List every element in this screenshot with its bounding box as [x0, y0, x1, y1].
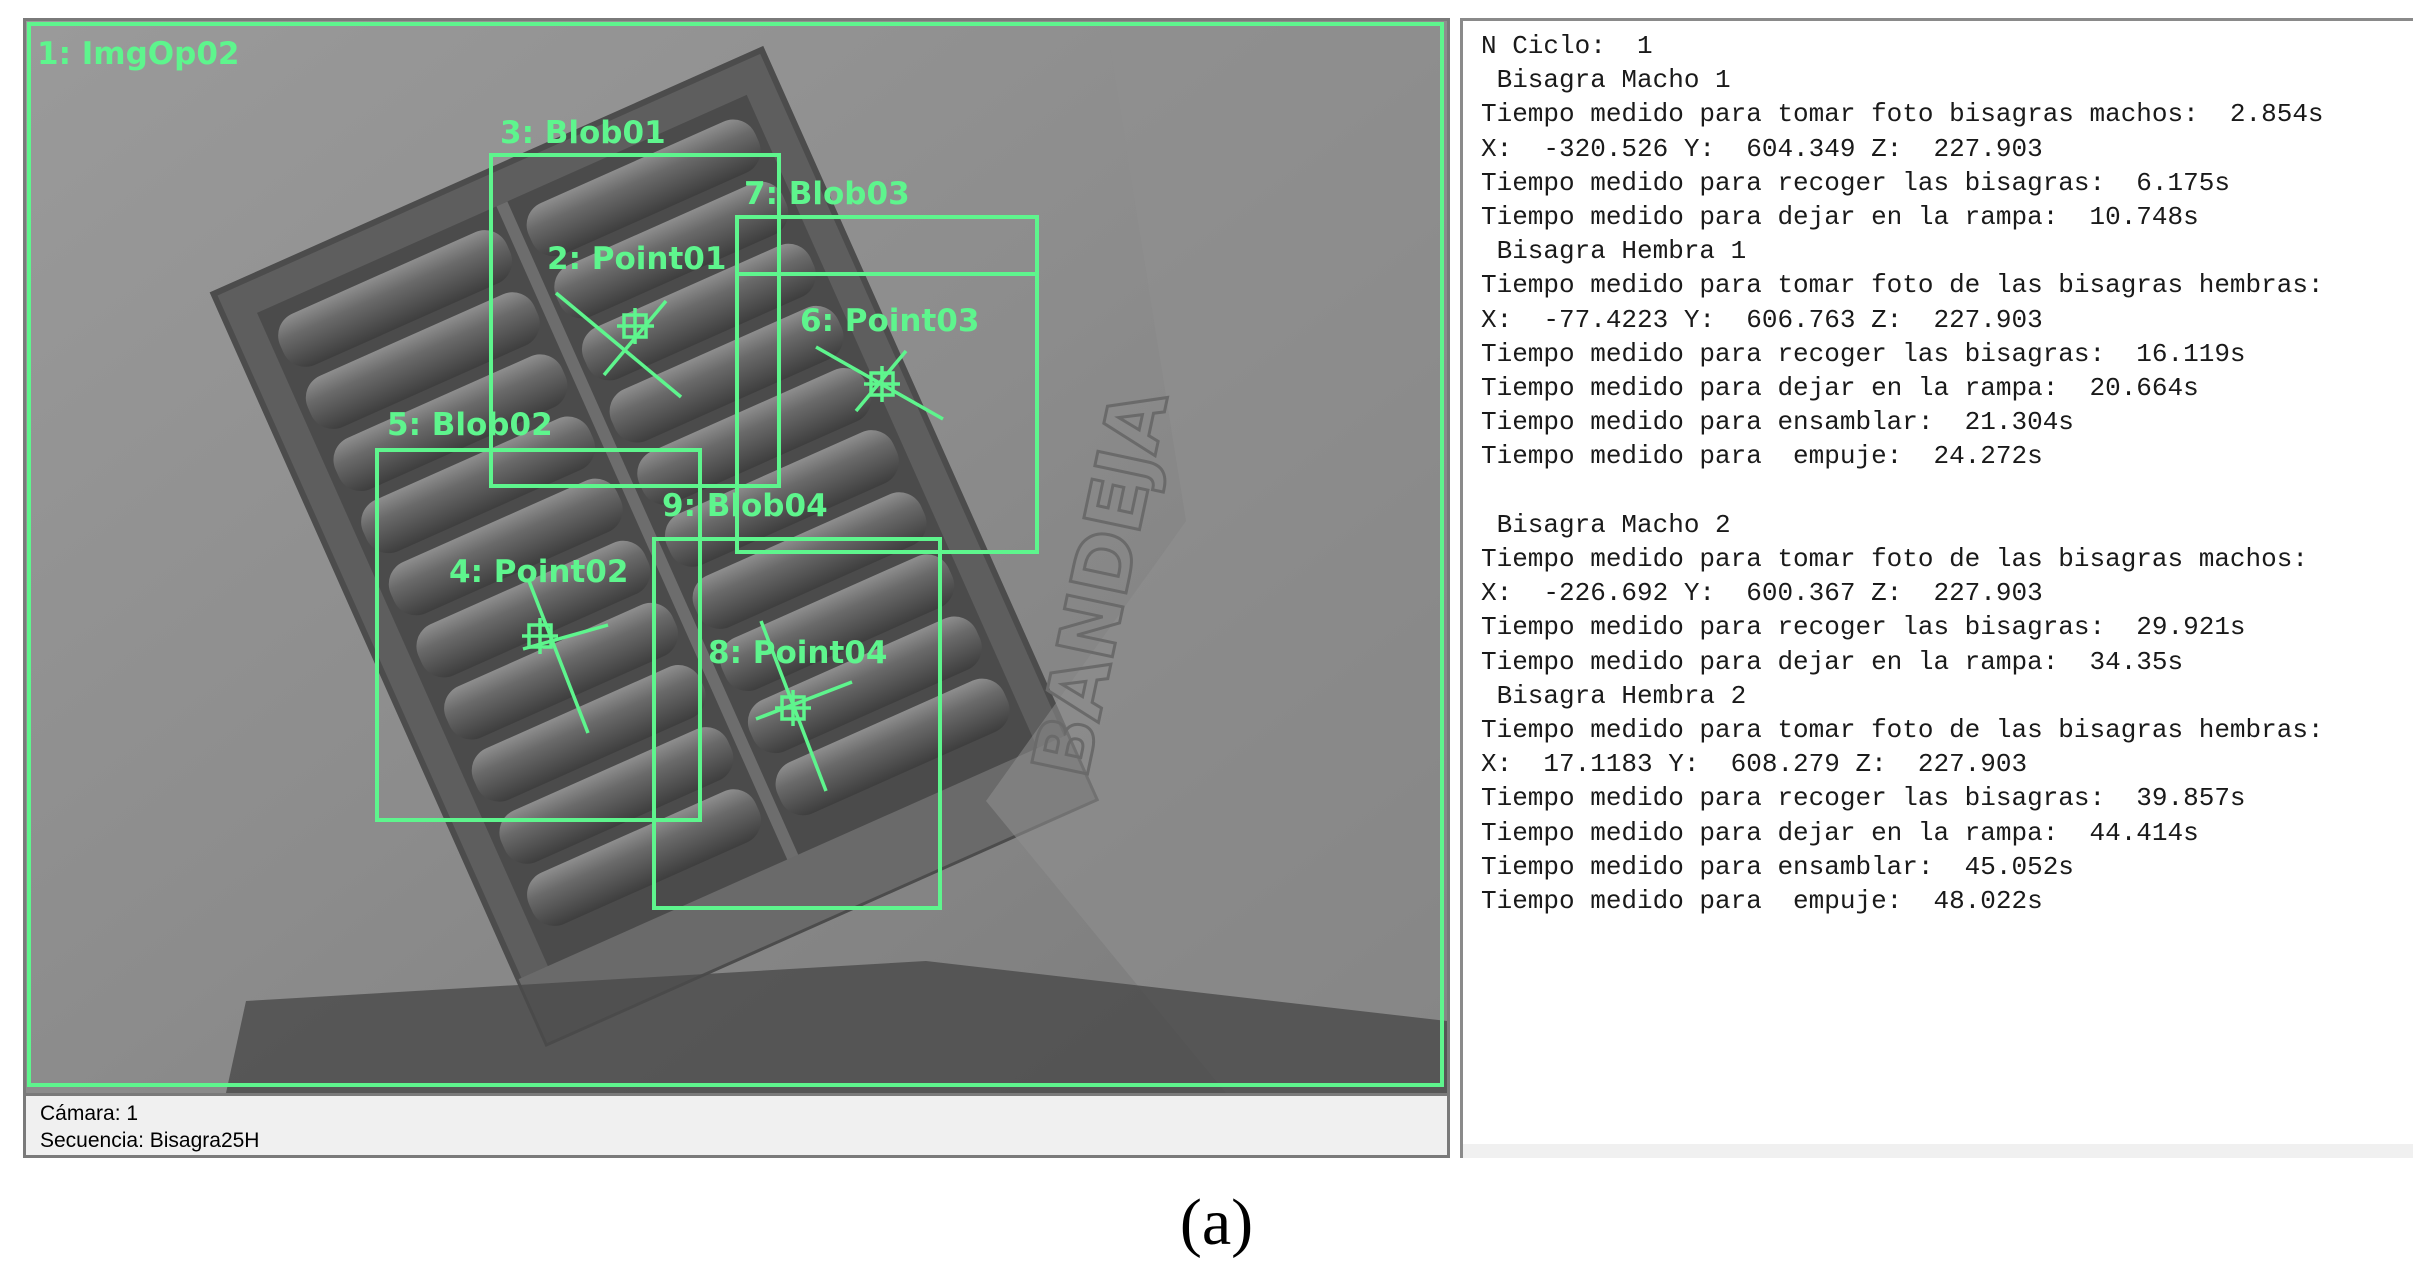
blob02-label: 5: Blob02	[387, 407, 553, 443]
blob04-label: 9: Blob04	[662, 488, 828, 524]
log-line	[1481, 474, 2324, 508]
camera-number-text: Cámara: 1	[40, 1102, 139, 1125]
log-line: Tiempo medido para tomar foto de las bis…	[1481, 544, 2308, 575]
log-line: X: -320.526 Y: 604.349 Z: 227.903	[1481, 133, 2043, 164]
log-line: Tiempo medido para dejar en la rampa: 34…	[1481, 646, 2184, 677]
log-line: Tiempo medido para dejar en la rampa: 10…	[1481, 202, 2199, 233]
point02-label: 4: Point02	[449, 554, 629, 590]
blob03-label: 7: Blob03	[744, 176, 910, 212]
log-line: Bisagra Macho 2	[1481, 509, 1731, 540]
log-line: Bisagra Hembra 2	[1481, 680, 1747, 711]
vision-overlays	[27, 22, 1444, 1087]
log-line: X: -226.692 Y: 600.367 Z: 227.903	[1481, 578, 2043, 609]
camera-view-panel: BANDEJA	[23, 18, 1450, 1096]
sequence-name-text: Secuencia: Bisagra25H	[40, 1129, 260, 1152]
blob03-roi	[735, 215, 1039, 554]
log-line: Tiempo medido para recoger las bisagras:…	[1481, 783, 2246, 814]
log-line: Bisagra Hembra 1	[1481, 236, 1747, 267]
horizontal-scrollbar[interactable]	[1463, 1144, 2413, 1158]
log-line: Tiempo medido para recoger las bisagras:…	[1481, 167, 2230, 198]
blob04-roi	[652, 537, 942, 910]
log-line: Tiempo medido para dejar en la rampa: 20…	[1481, 373, 2199, 404]
log-line: Tiempo medido para tomar foto de las bis…	[1481, 715, 2324, 746]
log-line: Tiempo medido para tomar foto bisagras m…	[1481, 99, 2324, 130]
log-line: Tiempo medido para ensamblar: 21.304s	[1481, 407, 2074, 438]
log-line: Tiempo medido para recoger las bisagras:…	[1481, 338, 2246, 369]
log-line: Tiempo medido para tomar foto de las bis…	[1481, 270, 2324, 301]
log-line: Bisagra Macho 1	[1481, 65, 1731, 96]
camera-status-bar: Cámara: 1 Secuencia: Bisagra25H	[23, 1096, 1450, 1158]
log-line: Tiempo medido para empuje: 24.272s	[1481, 441, 2043, 472]
camera-scene: BANDEJA	[26, 21, 1447, 1093]
blob02-roi	[375, 448, 702, 822]
point01-label: 2: Point01	[547, 241, 727, 277]
log-line: Tiempo medido para ensamblar: 45.052s	[1481, 851, 2074, 882]
figure-caption: (a)	[1179, 1186, 1254, 1259]
log-line: Tiempo medido para recoger las bisagras:…	[1481, 612, 2246, 643]
point04-label: 8: Point04	[708, 635, 888, 671]
log-line: N Ciclo: 1	[1481, 31, 1653, 61]
log-line: X: 17.1183 Y: 608.279 Z: 227.903	[1481, 749, 2028, 780]
log-line: X: -77.4223 Y: 606.763 Z: 227.903	[1481, 304, 2043, 335]
log-line: Tiempo medido para empuje: 48.022s	[1481, 886, 2043, 917]
blob01-roi	[489, 153, 781, 488]
camera-image: BANDEJA	[26, 21, 1447, 1093]
log-line: Tiempo medido para dejar en la rampa: 44…	[1481, 817, 2199, 848]
point03-label: 6: Point03	[800, 303, 980, 339]
point-markers	[522, 291, 944, 792]
imgop-roi	[27, 22, 1444, 1087]
imgop-label: 1: ImgOp02	[37, 36, 240, 72]
blob01-label: 3: Blob01	[500, 115, 666, 151]
